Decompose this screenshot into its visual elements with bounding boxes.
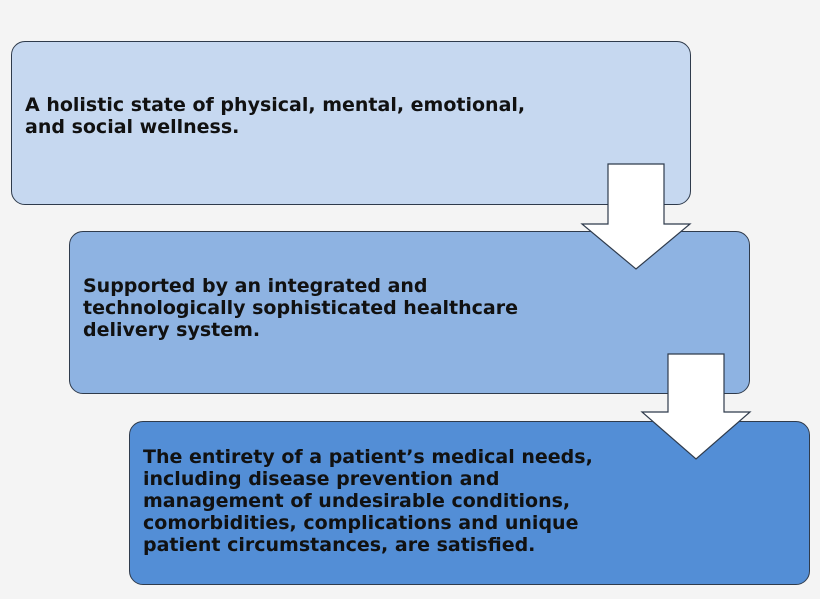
process-step-1-text: A holistic state of physical, mental, em… xyxy=(25,94,526,138)
down-arrow-1-icon xyxy=(580,163,692,270)
down-arrow-2-icon xyxy=(640,353,752,460)
process-step-3-text: The entirety of a patient’s medical need… xyxy=(143,446,593,556)
process-step-3: The entirety of a patient’s medical need… xyxy=(129,421,810,585)
process-step-2-text: Supported by an integrated and technolog… xyxy=(83,274,518,341)
process-step-1: A holistic state of physical, mental, em… xyxy=(11,41,691,205)
